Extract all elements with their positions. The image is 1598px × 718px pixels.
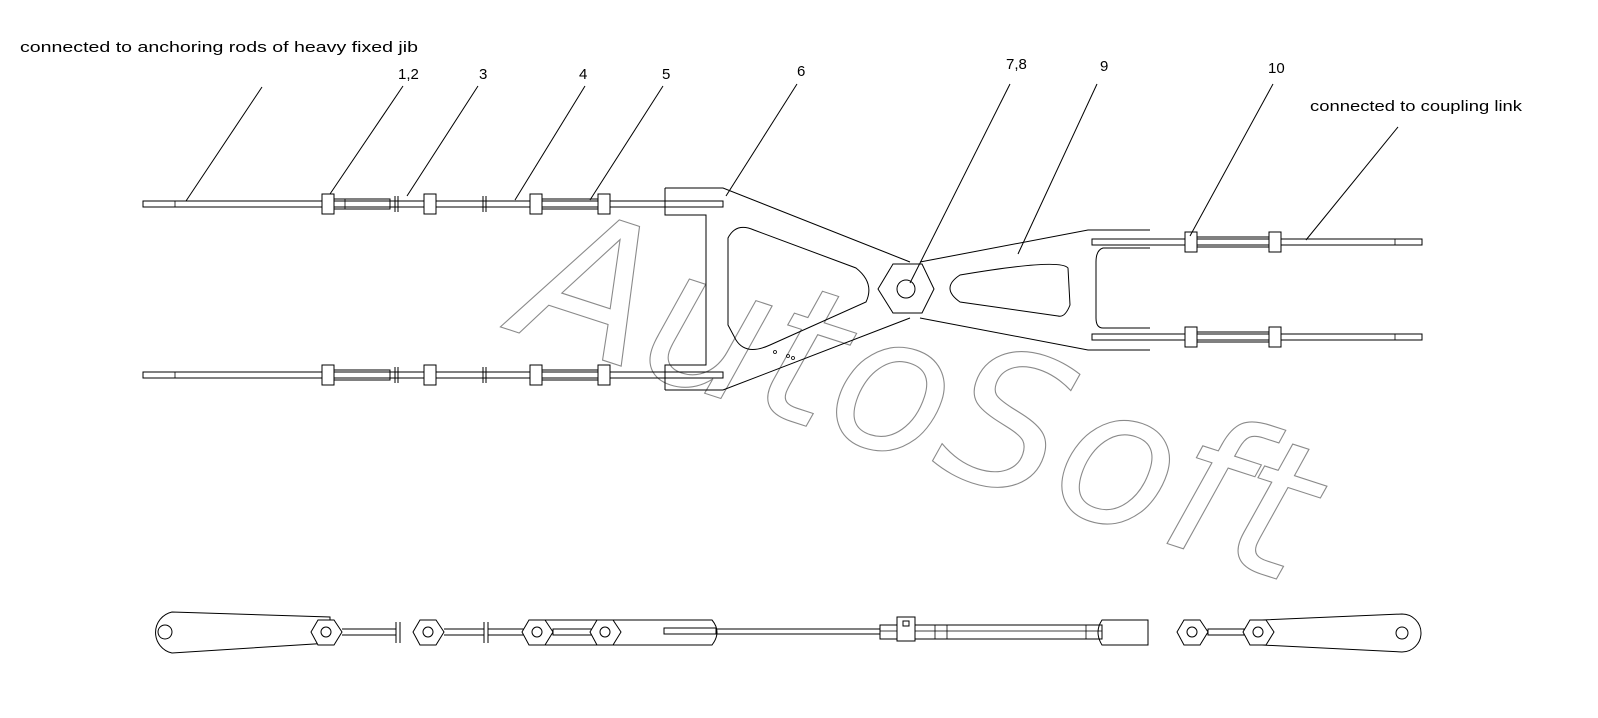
left-connection-note: connected to anchoring rods of heavy fix… [20, 39, 418, 56]
part-label-6: 6 [797, 63, 805, 80]
upper-right-rod-assembly [1091, 231, 1423, 253]
part-label-9: 9 [1100, 58, 1108, 75]
lower-left-rod-assembly [142, 364, 724, 386]
watermark: AutoSoft [485, 159, 1350, 629]
part-label-5: 5 [662, 66, 670, 83]
part-label-7-8: 7,8 [1006, 56, 1027, 73]
right-connection-note: connected to coupling link [1310, 98, 1523, 115]
lower-right-rod-assembly [1091, 326, 1423, 348]
part-label-10: 10 [1268, 60, 1285, 77]
pivot-pin [877, 263, 935, 314]
part-label-3: 3 [479, 66, 487, 83]
part-label-1-2: 1,2 [398, 66, 419, 83]
part-label-4: 4 [579, 66, 587, 83]
leader-lines [185, 83, 1399, 284]
fork-frame [919, 229, 1150, 351]
svg-text:AutoSoft: AutoSoft [486, 159, 1350, 628]
triangular-frame [664, 187, 911, 391]
side-view-assembly [155, 611, 1422, 654]
upper-left-rod-assembly [142, 193, 724, 215]
